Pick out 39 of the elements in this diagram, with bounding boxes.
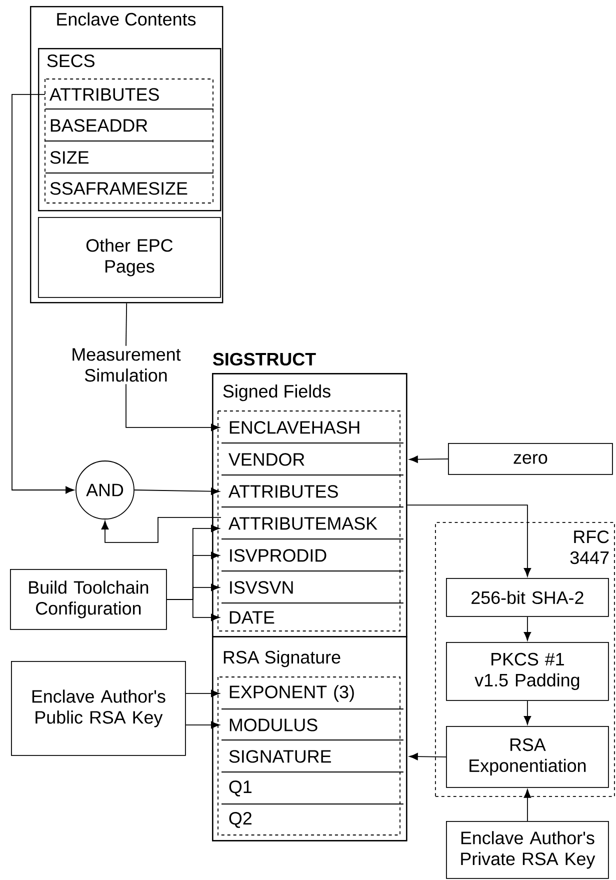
source-box: Build Toolchain Configuration	[10, 569, 167, 630]
arrow	[101, 517, 222, 543]
arrow	[185, 690, 220, 698]
field-row: DATE	[230, 611, 274, 624]
field-row: VENDOR	[221, 453, 404, 476]
field-row: EXPONENT (3)	[221, 685, 404, 710]
field-row: Q2	[229, 812, 252, 828]
arrow	[185, 721, 220, 729]
node-label: SIGSTRUCT	[212, 352, 316, 366]
field-row: ENCLAVEHASH	[221, 421, 404, 444]
arrow	[126, 384, 220, 432]
key-box: Enclave Author's Public RSA Key	[11, 661, 186, 756]
field-row: ISVPRODID	[221, 549, 404, 572]
arrow	[524, 700, 532, 725]
arrow	[406, 504, 532, 577]
value-box: zero	[448, 443, 613, 475]
step-label: Measurement Simulation	[72, 348, 181, 382]
arrow	[166, 599, 220, 622]
field-row: SSAFRAMESIZE	[50, 182, 188, 195]
process-box: PKCS #1 v1.5 Padding	[446, 642, 609, 701]
arrow	[524, 789, 532, 822]
field-row: SIGNATURE	[221, 750, 404, 772]
field-row: BASEADDR	[45, 119, 214, 142]
arrow	[134, 488, 220, 495]
field-row: MODULUS	[221, 718, 404, 740]
process-box: 256-bit SHA-2	[446, 578, 609, 617]
field-row: ISVSVN	[221, 581, 404, 604]
arrow	[12, 94, 74, 494]
field-row: ATTRIBUTEMASK	[221, 517, 404, 540]
field-row: Q1	[221, 780, 404, 804]
page-box: Other EPC Pages	[38, 217, 221, 298]
field-row: SIZE	[45, 151, 214, 174]
field-row: ATTRIBUTES	[221, 485, 404, 508]
arrow	[409, 456, 448, 463]
key-box: Enclave Author's Private RSA Key	[446, 821, 609, 879]
arrow	[409, 752, 446, 760]
field-row: ATTRIBUTES	[45, 88, 214, 110]
process-box: RSA Exponentiation	[446, 726, 609, 788]
arrow	[524, 616, 532, 641]
